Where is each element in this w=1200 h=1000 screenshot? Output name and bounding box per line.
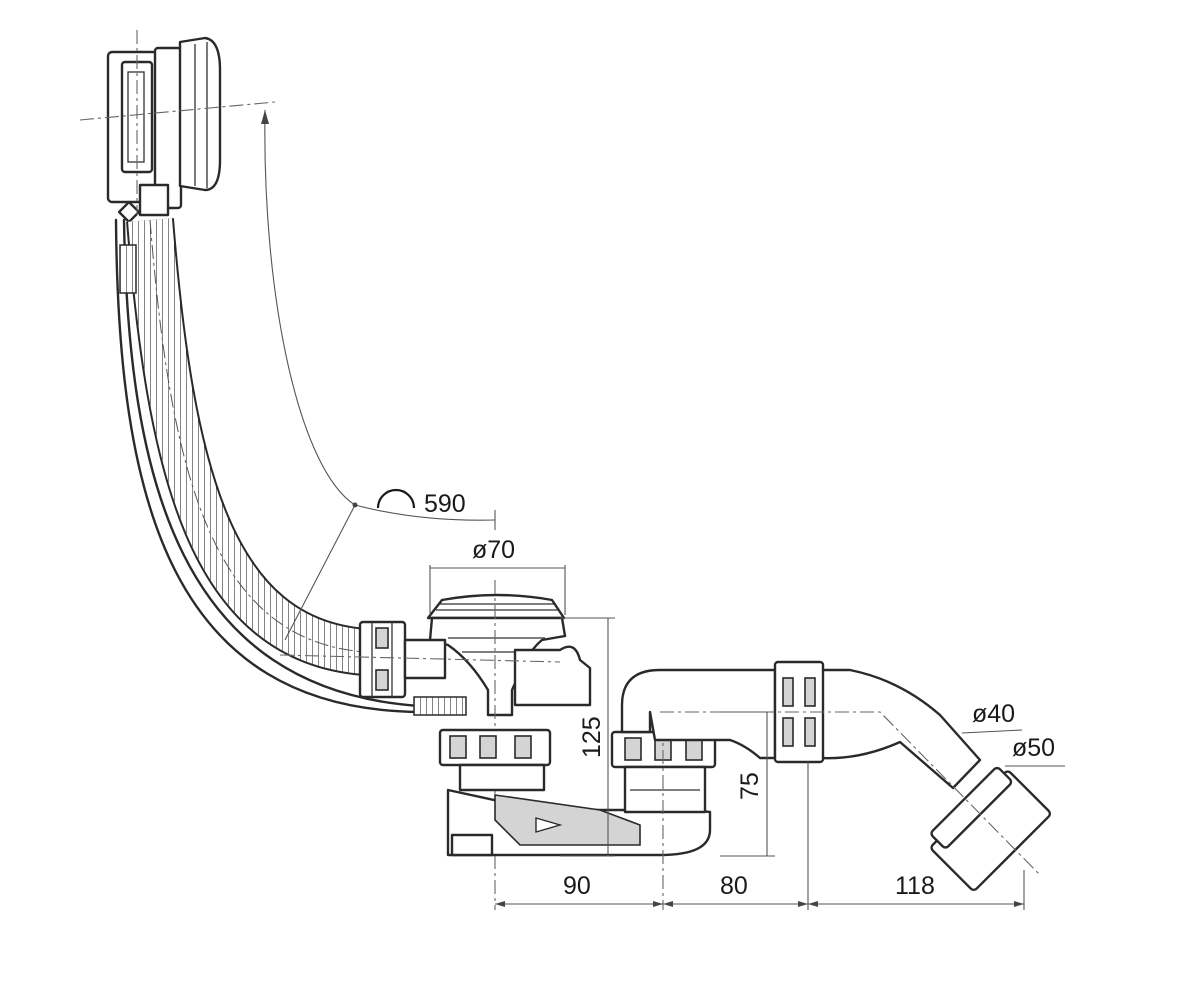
cable-end-spring bbox=[413, 696, 467, 716]
span-1-label: 90 bbox=[563, 872, 591, 900]
trap-height-label: 75 bbox=[736, 772, 764, 800]
flow-arrow-icon bbox=[535, 817, 563, 833]
outlet-diameter-dimension: ø70 bbox=[429, 536, 566, 615]
cable-length-label: 590 bbox=[424, 490, 466, 518]
bend-center-axis bbox=[660, 711, 1041, 876]
bend-radius-icon bbox=[376, 488, 416, 509]
horizontal-dimensions: 90 80 118 bbox=[495, 762, 1025, 910]
overflow-head bbox=[106, 36, 222, 224]
overflow-center-axis bbox=[79, 101, 276, 121]
corrugated-hose bbox=[126, 218, 368, 676]
cable-spring bbox=[119, 244, 137, 294]
overall-height-label: 125 bbox=[578, 716, 606, 758]
pipe-diameter-dimensions: ø40 ø50 bbox=[961, 700, 1065, 767]
hose-outlet-axis bbox=[279, 654, 561, 663]
span-2-label: 80 bbox=[720, 872, 748, 900]
bowden-cable bbox=[114, 218, 467, 716]
trap-assembly bbox=[438, 728, 717, 857]
cable-length-dimension: 590 bbox=[261, 109, 496, 641]
outlet-diameter-label: ø70 bbox=[472, 536, 515, 564]
waste-outlet bbox=[358, 593, 592, 717]
outer-pipe-diameter-label: ø50 bbox=[1012, 734, 1055, 762]
span-3-label: 118 bbox=[895, 872, 935, 900]
overall-height-dimension: 125 bbox=[560, 617, 615, 857]
trap-height-dimension: 75 bbox=[720, 711, 775, 857]
inner-pipe-diameter-label: ø40 bbox=[972, 700, 1015, 728]
